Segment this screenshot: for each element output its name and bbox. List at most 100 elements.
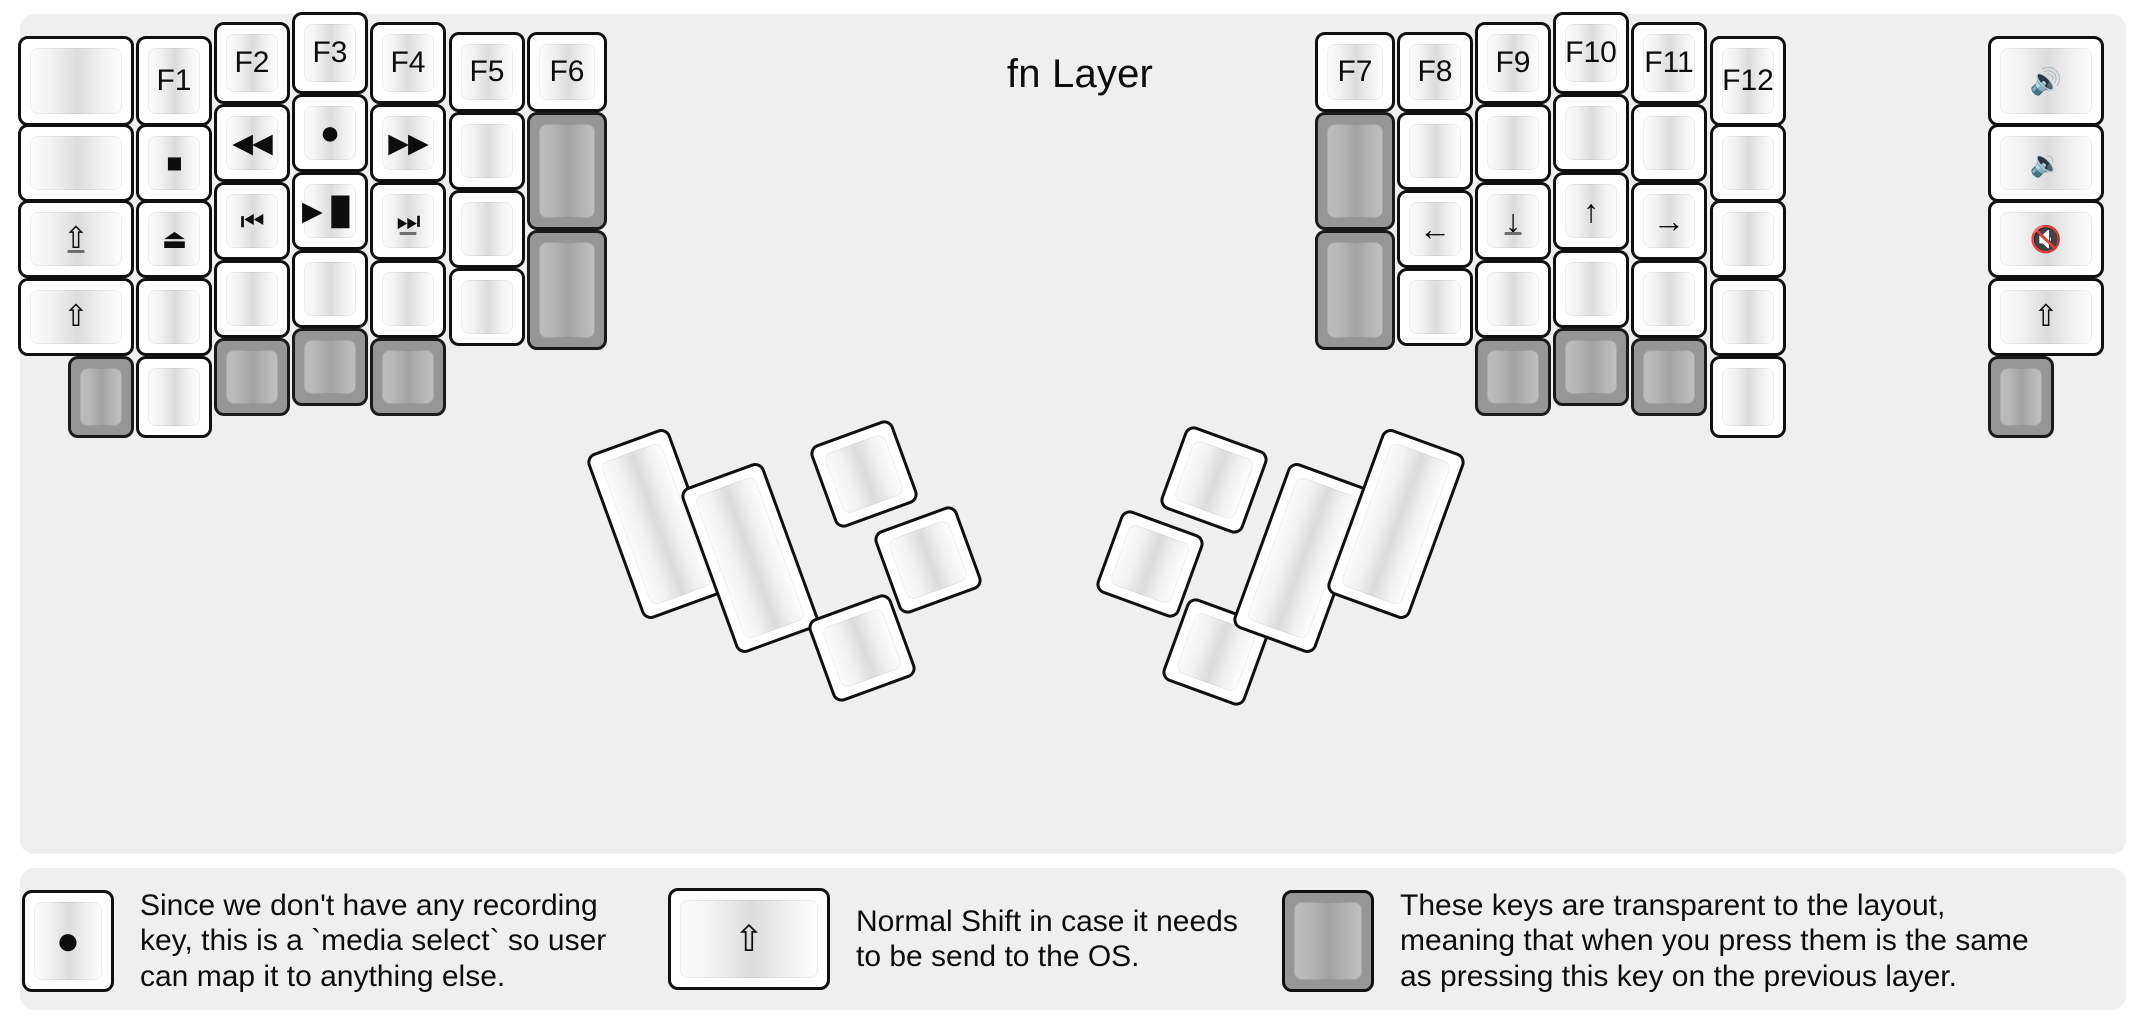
left-r3c6-blank[interactable] xyxy=(449,190,525,268)
right-r3c3-down[interactable]: ↓ xyxy=(1475,182,1551,260)
left-r5c3-trans[interactable] xyxy=(214,338,290,416)
keycap-surface xyxy=(1409,202,1461,256)
left-r2c2-stop[interactable]: ■ xyxy=(136,124,212,202)
left-r3c1-shiftlock[interactable]: ⇧ xyxy=(18,200,134,278)
keycap-surface xyxy=(1643,116,1695,170)
left-r1c1-blank[interactable] xyxy=(18,36,134,126)
left-r5c4-trans[interactable] xyxy=(292,328,368,406)
legend-shift-swatch: ⇧ xyxy=(668,888,830,990)
right-r1c6-f12[interactable]: F12 xyxy=(1710,36,1786,126)
left-r3c2-eject[interactable]: ⏏ xyxy=(136,200,212,278)
keycap-surface xyxy=(304,24,356,82)
keycap-surface xyxy=(1643,272,1695,326)
left-r1c3-f2[interactable]: F2 xyxy=(214,22,290,104)
left-r4c5-blank[interactable] xyxy=(370,260,446,338)
keycap-surface xyxy=(1294,902,1362,981)
keycap-surface xyxy=(1722,48,1774,114)
right-r3c1-trans[interactable] xyxy=(1315,230,1395,350)
left-r5c2-blank[interactable] xyxy=(136,356,212,438)
left-r3c3-prev[interactable]: ⏮ xyxy=(214,182,290,260)
keycap-surface xyxy=(226,350,278,404)
left-r2c5-forward[interactable]: ▶▶ xyxy=(370,104,446,182)
left-r2c3-rewind[interactable]: ◀◀ xyxy=(214,104,290,182)
keycap-surface xyxy=(461,202,513,256)
left-r3c7-trans[interactable] xyxy=(527,230,607,350)
keycap-surface xyxy=(1172,438,1256,522)
right-r5c6-blank[interactable] xyxy=(1710,356,1786,438)
keycap-surface xyxy=(1487,272,1539,326)
left-r1c7-f6[interactable]: F6 xyxy=(527,32,607,112)
record-dot-icon: ● xyxy=(55,919,81,964)
right-r5c4-trans[interactable] xyxy=(1553,328,1629,406)
right-r2c4-blank[interactable] xyxy=(1553,94,1629,172)
keycap-surface xyxy=(148,290,200,344)
right-r1c3-f9[interactable]: F9 xyxy=(1475,22,1551,104)
right-r3c4-up[interactable]: ↑ xyxy=(1553,172,1629,250)
left-r1c4-f3[interactable]: F3 xyxy=(292,12,368,94)
right-r2c6-blank[interactable] xyxy=(1710,124,1786,202)
left-r2c4-record[interactable]: ● xyxy=(292,94,368,172)
keycap-surface xyxy=(304,340,356,394)
keycap-surface xyxy=(30,212,122,266)
left-r1c2-f1[interactable]: F1 xyxy=(136,36,212,126)
left-r2c1-blank[interactable] xyxy=(18,124,134,202)
secondary-legend-mark xyxy=(1504,232,1522,235)
keycap-surface xyxy=(1643,34,1695,92)
keycap-surface xyxy=(1409,44,1461,100)
keycap-surface xyxy=(304,184,356,238)
right-r1c1-f7[interactable]: F7 xyxy=(1315,32,1395,112)
right-r4c2-blank[interactable] xyxy=(1397,268,1473,346)
keycap-surface xyxy=(2000,368,2042,426)
right-r1c7-volup[interactable]: 🔊 xyxy=(1988,36,2104,126)
left-r3c4-playpause[interactable]: ▶▐▌ xyxy=(292,172,368,250)
right-r4c3-blank[interactable] xyxy=(1475,260,1551,338)
right-r3c2-left[interactable]: ← xyxy=(1397,190,1473,268)
left-r5c1-trans[interactable] xyxy=(68,356,134,438)
right-r3c5-right[interactable]: → xyxy=(1631,182,1707,260)
right-r2c1-trans[interactable] xyxy=(1315,112,1395,230)
right-r3c7-mute[interactable]: 🔇 xyxy=(1988,200,2104,278)
keycap-surface xyxy=(382,194,434,248)
keycap-surface xyxy=(148,48,200,114)
left-r4c4-blank[interactable] xyxy=(292,250,368,328)
right-r5c3-trans[interactable] xyxy=(1475,338,1551,416)
right-r4c5-blank[interactable] xyxy=(1631,260,1707,338)
keycap-surface xyxy=(1487,116,1539,170)
left-r3c5-next[interactable]: ⏭ xyxy=(370,182,446,260)
keycap-surface xyxy=(822,432,906,516)
left-r5c5-trans[interactable] xyxy=(370,338,446,416)
keycap-surface xyxy=(461,124,513,178)
keycap-surface xyxy=(1565,340,1617,394)
right-r4c7-shift[interactable]: ⇧ xyxy=(1988,278,2104,356)
right-r2c7-voldown[interactable]: 🔉 xyxy=(1988,124,2104,202)
keycap-surface xyxy=(226,116,278,170)
right-r5c5-trans[interactable] xyxy=(1631,338,1707,416)
right-r4c6-blank[interactable] xyxy=(1710,278,1786,356)
left-r1c5-f4[interactable]: F4 xyxy=(370,22,446,104)
keycap-surface xyxy=(1722,136,1774,190)
left-r2c6-blank[interactable] xyxy=(449,112,525,190)
left-r4c3-blank[interactable] xyxy=(214,260,290,338)
right-r1c4-f10[interactable]: F10 xyxy=(1553,12,1629,94)
keycap-surface xyxy=(820,606,904,690)
left-r2c7-trans[interactable] xyxy=(527,112,607,230)
left-r4c1-shift[interactable]: ⇧ xyxy=(18,278,134,356)
left-r4c6-blank[interactable] xyxy=(449,268,525,346)
right-r2c2-blank[interactable] xyxy=(1397,112,1473,190)
right-r5c7-trans[interactable] xyxy=(1988,356,2054,438)
keycap-surface xyxy=(461,280,513,334)
right-r1c5-f11[interactable]: F11 xyxy=(1631,22,1707,104)
left-r4c2-blank[interactable] xyxy=(136,278,212,356)
left-r1c6-f5[interactable]: F5 xyxy=(449,32,525,112)
right-r2c3-blank[interactable] xyxy=(1475,104,1551,182)
keycap-surface xyxy=(1409,280,1461,334)
legend-record-swatch: ● xyxy=(22,890,114,993)
right-r1c2-f8[interactable]: F8 xyxy=(1397,32,1473,112)
keycap-surface xyxy=(1565,24,1617,82)
keycap-surface xyxy=(1327,44,1383,100)
right-r4c4-blank[interactable] xyxy=(1553,250,1629,328)
keycap-surface xyxy=(461,44,513,100)
secondary-legend-mark xyxy=(67,250,85,253)
right-r3c6-blank[interactable] xyxy=(1710,200,1786,278)
right-r2c5-blank[interactable] xyxy=(1631,104,1707,182)
